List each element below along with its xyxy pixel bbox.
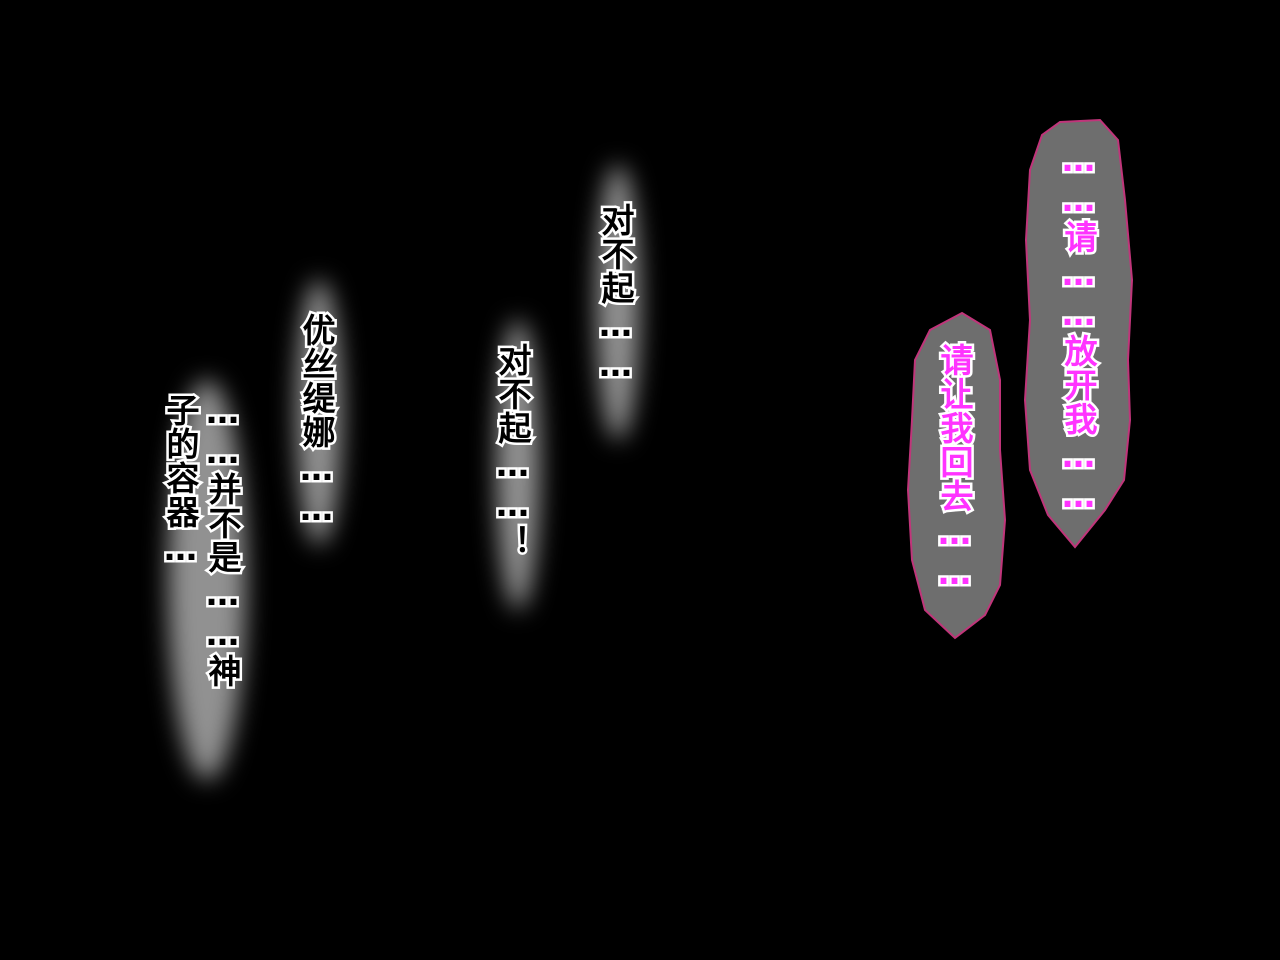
bubble-let-go — [1023, 118, 1134, 549]
glow-sorry — [596, 165, 640, 440]
bubble-text-let-go: ……请……放开我…… — [1057, 138, 1101, 519]
bubble-text-let-me-back: 请让我回去…… — [933, 341, 977, 596]
dialogue-child-vessel: 子的容器… — [159, 391, 203, 572]
dialogue-name: 优丝缇娜…… — [295, 311, 339, 532]
bubble-let-me-back — [906, 311, 1007, 640]
dialogue-sorry-exclaim: 对不起……！ — [491, 341, 535, 562]
glow-left — [168, 380, 246, 780]
dialogue-not-god: ……并不是……神 — [201, 390, 245, 691]
dialogue-sorry: 对不起…… — [594, 201, 638, 388]
glow-name — [296, 280, 342, 545]
glow-sorry-exclaim — [496, 320, 540, 610]
